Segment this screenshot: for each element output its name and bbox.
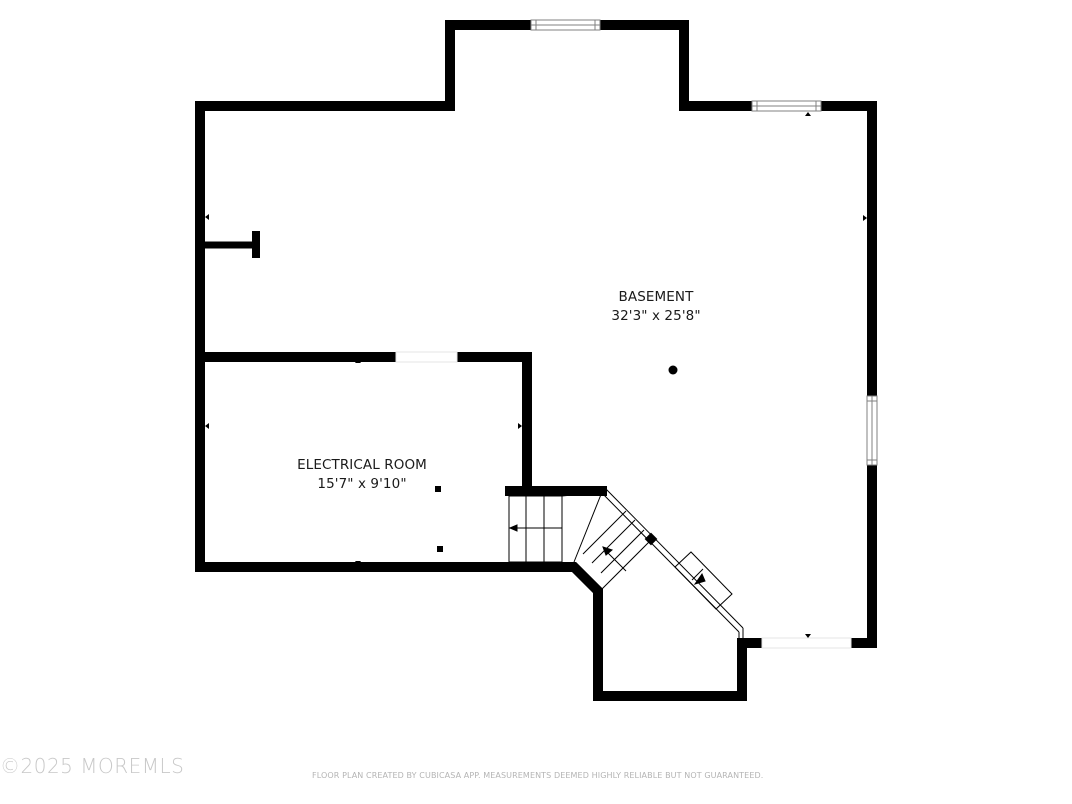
wall-north-bump-right xyxy=(595,20,757,111)
fixture-marker-2 xyxy=(437,546,443,552)
diagonal-wall-post xyxy=(644,532,658,546)
wall-north-left xyxy=(195,20,536,111)
stair-arrow-down-icon xyxy=(693,572,706,585)
markers xyxy=(205,112,867,638)
stair-arrow-west-icon xyxy=(508,524,518,532)
opening-electrical-door[interactable] xyxy=(395,351,458,363)
stair-landing-block xyxy=(674,551,733,610)
room-label-electrical: ELECTRICAL ROOM 15'7" x 9'10" xyxy=(272,456,452,494)
stair-run-west xyxy=(508,495,563,563)
door-tick-south xyxy=(805,634,811,638)
room-dims-electrical: 15'7" x 9'10" xyxy=(317,476,407,492)
opening-south-door[interactable] xyxy=(761,637,852,649)
wall-tick-elec-n xyxy=(355,359,361,363)
stair-arrow-up-icon xyxy=(602,546,614,556)
column-dot xyxy=(668,365,678,375)
disclaimer-footer: FLOOR PLAN CREATED BY CUBICASA APP. MEAS… xyxy=(312,771,764,780)
room-dims-basement: 32'3" x 25'8" xyxy=(611,308,701,324)
wall-electrical-north-right xyxy=(452,352,532,496)
openings xyxy=(395,351,852,649)
wall-tick-east-1 xyxy=(863,215,867,221)
wall-south-electrical xyxy=(195,562,767,701)
wall-tick-elec-s xyxy=(355,561,361,565)
wall-tick-west-1 xyxy=(205,214,209,220)
diagonal-wall xyxy=(599,486,744,640)
wall-tick-elec-e xyxy=(518,423,522,429)
room-label-basement: BASEMENT 32'3" x 25'8" xyxy=(576,288,736,326)
walls xyxy=(195,20,877,701)
copyright-watermark: ©2025 MOREMLS xyxy=(0,754,185,778)
stairs xyxy=(508,491,733,610)
wall-tick-west-2 xyxy=(205,423,209,429)
fixture-marker-1 xyxy=(435,486,441,492)
room-name-electrical: ELECTRICAL ROOM xyxy=(297,457,427,473)
wall-north-right xyxy=(816,101,877,401)
door-tick-north xyxy=(805,112,811,116)
windows xyxy=(530,19,878,466)
wall-east-lower xyxy=(846,460,877,648)
room-name-basement: BASEMENT xyxy=(618,289,694,305)
